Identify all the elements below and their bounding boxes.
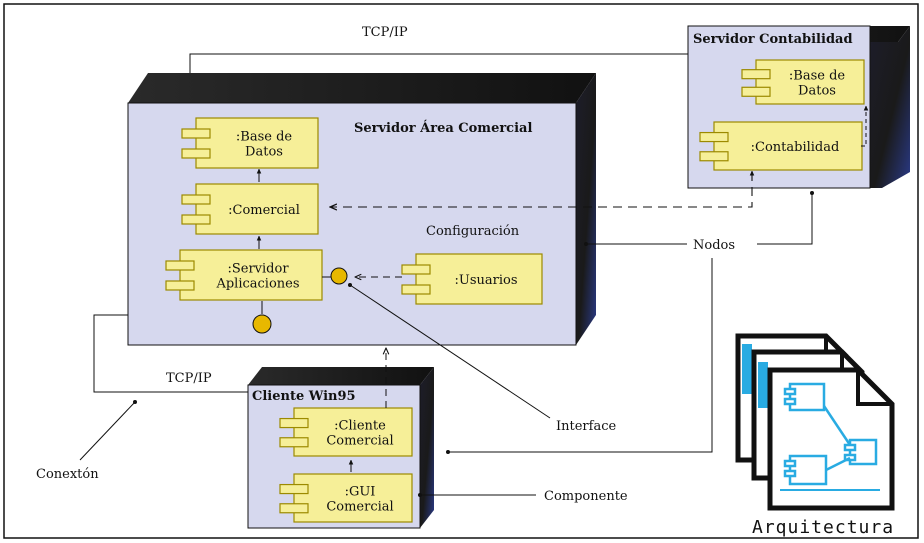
- interface-pointer: [348, 283, 551, 419]
- node-servidor-area-comercial: Servidor Área Comercial: [127, 73, 596, 346]
- node-title-cliente: Cliente Win95: [252, 389, 356, 404]
- component-label: :Usuarios: [454, 273, 517, 288]
- diagram-frame: [3, 3, 919, 539]
- tcpip-bottom-connection: [93, 314, 248, 393]
- node-title-contabilidad: Servidor Contabilidad: [693, 32, 853, 47]
- label-tcpip-bottom: TCP/IP: [166, 371, 212, 386]
- component-comercial: :Comercial: [181, 183, 319, 235]
- label-arquitectura: Arquitectura: [752, 517, 894, 538]
- component-label: :Comercial: [228, 203, 300, 218]
- label-nodos: Nodos: [693, 238, 735, 253]
- component-label: :Contabilidad: [751, 140, 840, 155]
- node-servidor-contabilidad: Servidor Contabilidad: [687, 25, 910, 189]
- component-contabilidad: :Contabilidad: [699, 121, 863, 171]
- label-conexion: Conextón: [36, 467, 99, 482]
- label-interface: Interface: [556, 419, 616, 434]
- interface-ball-right: [330, 267, 348, 285]
- node-title-comercial: Servidor Área Comercial: [354, 120, 532, 136]
- dependency-contabilidad-base: [861, 106, 866, 147]
- label-configuracion: Configuración: [426, 224, 520, 239]
- architecture-documents-icon: [735, 333, 895, 511]
- nodos-pointer-cliente: [446, 258, 713, 454]
- nodos-pointer-contabilidad: [757, 191, 814, 245]
- component-usuarios: :Usuarios: [401, 253, 543, 305]
- label-tcpip-top: TCP/IP: [362, 25, 408, 40]
- label-componente: Componente: [544, 489, 628, 504]
- dependency-contabilidad-comercial: [330, 172, 753, 207]
- interface-ball-bottom: [252, 314, 272, 334]
- conexion-pointer: [79, 400, 137, 461]
